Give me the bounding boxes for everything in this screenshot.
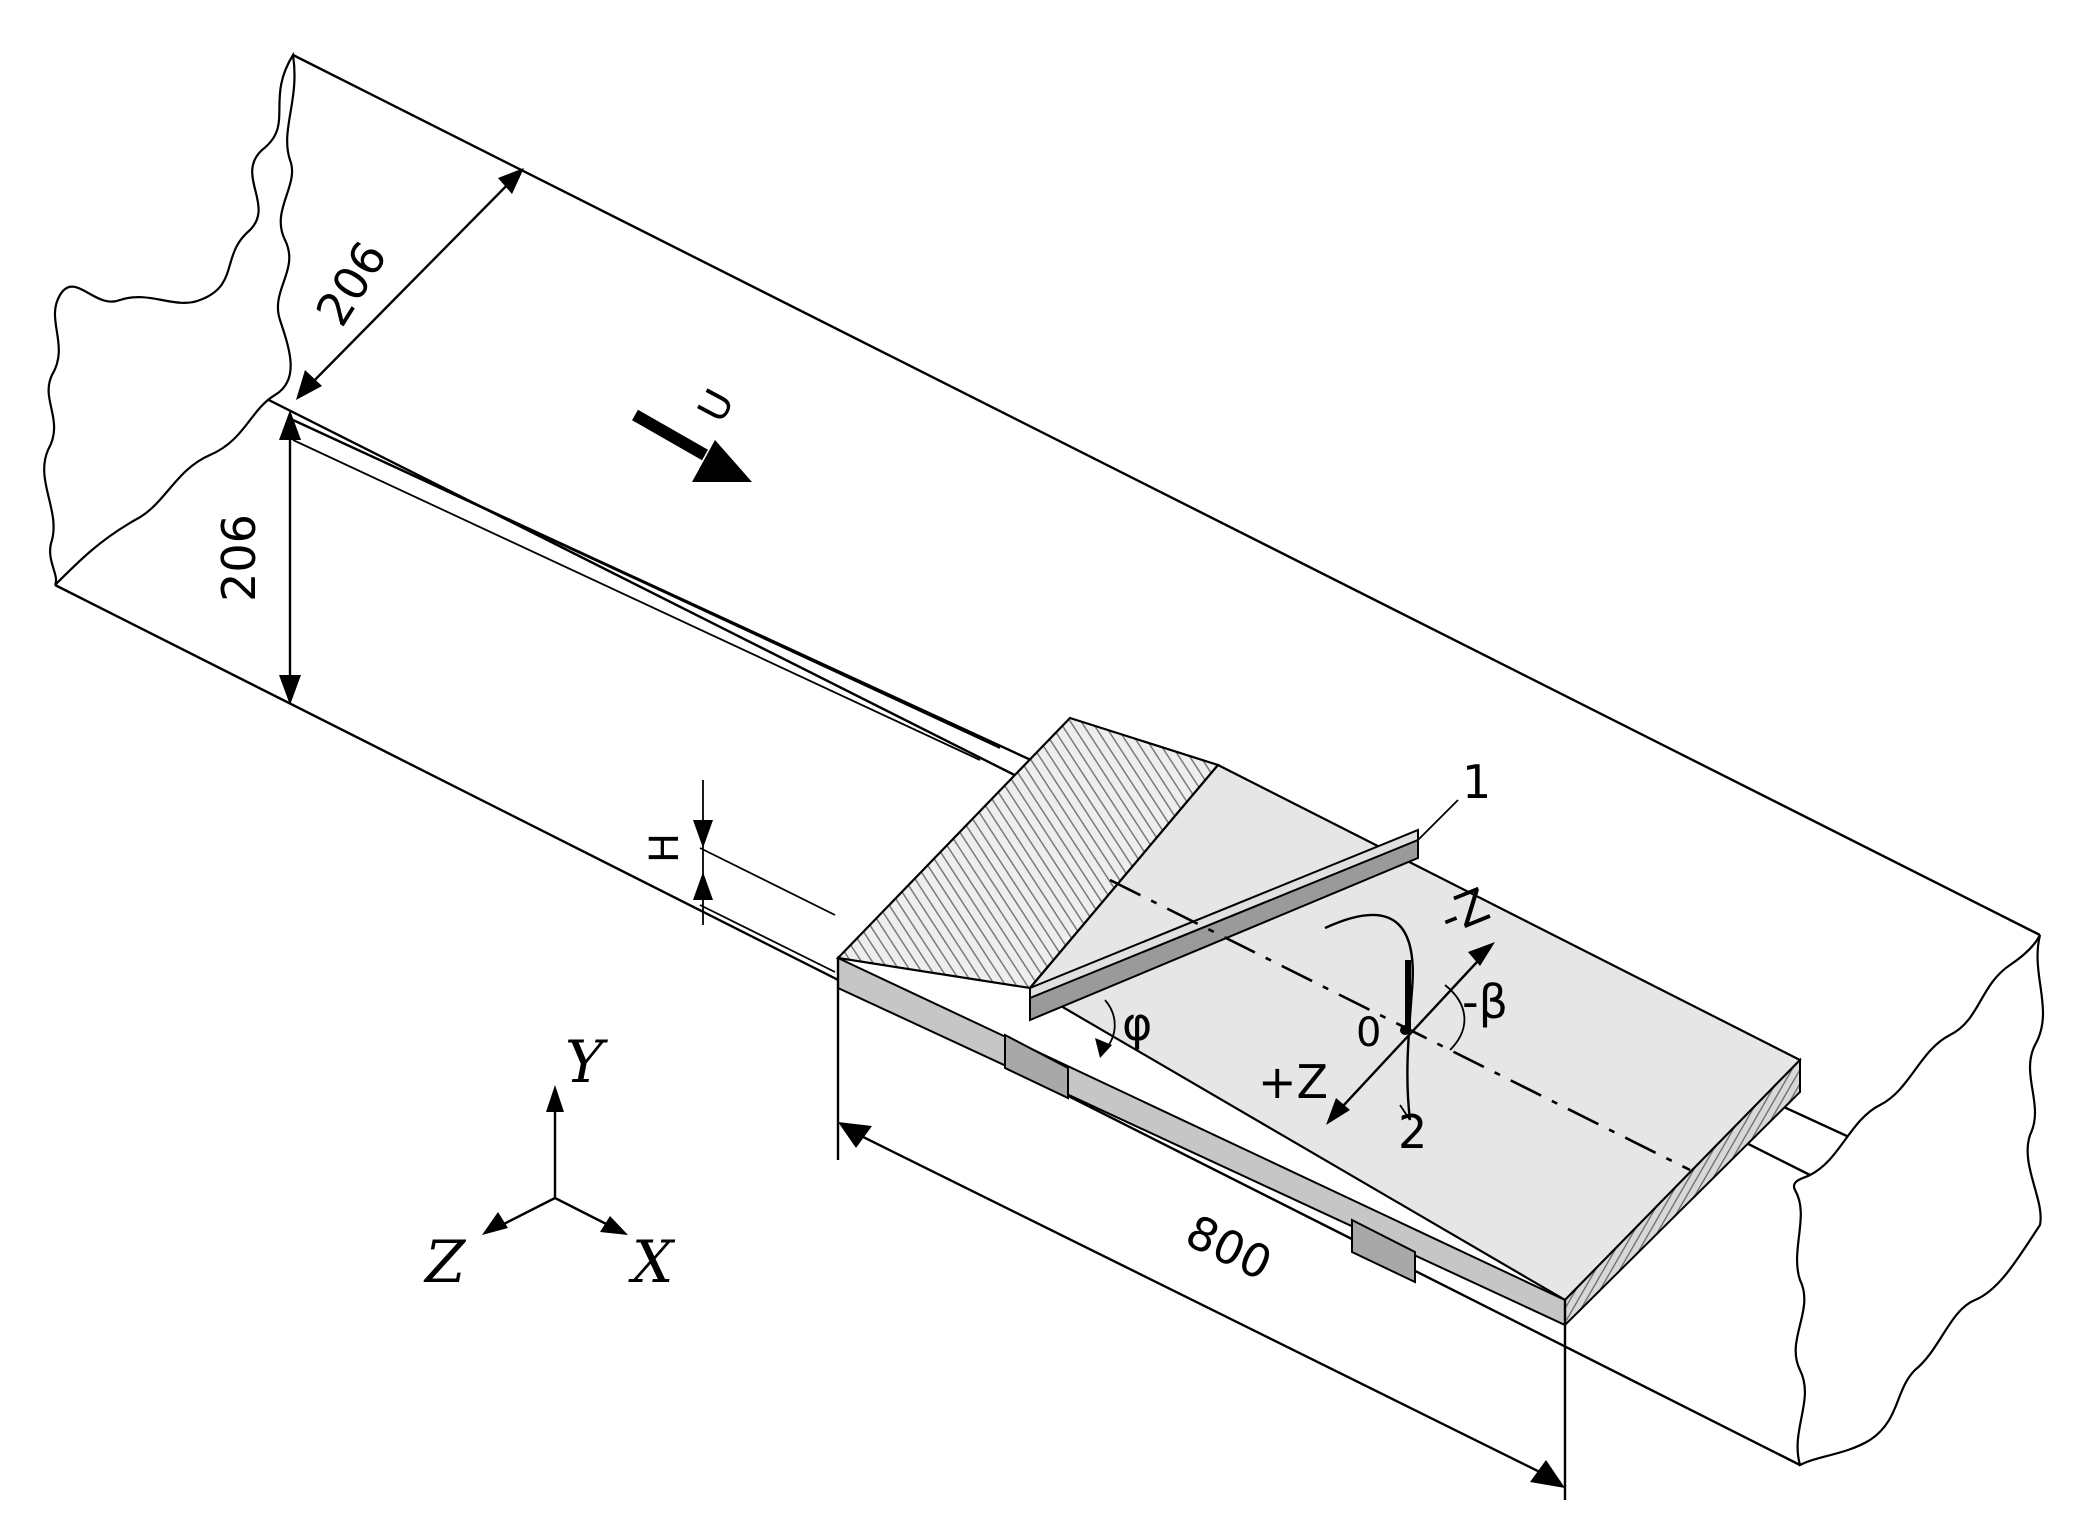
plus-z-label: +Z <box>1258 1055 1328 1109</box>
axis-y-label: Y <box>565 1028 608 1096</box>
plus-z-arrowhead <box>1326 1098 1350 1125</box>
duct-left-break <box>43 51 296 586</box>
triad-x-arrow <box>600 1216 628 1235</box>
dim-width-label: 206 <box>305 232 397 335</box>
part-2-leader <box>1399 1104 1411 1121</box>
strip-part-1-face <box>1029 838 1419 1022</box>
duct-inner-line-4 <box>699 904 836 973</box>
support-rear <box>1351 1218 1416 1284</box>
duct-right-break <box>1792 934 2045 1467</box>
origin-point <box>1400 1025 1410 1035</box>
dim-gap-label: H <box>642 833 688 863</box>
phi-arrowhead <box>1095 1038 1112 1058</box>
dim-length-arrow-left <box>838 1122 872 1148</box>
flow-arrow-head <box>692 440 752 482</box>
axis-z-label: Z <box>423 1228 467 1296</box>
rotation-axes <box>1095 799 1495 1125</box>
dim-width-line <box>299 171 521 396</box>
duct-inner-line-3 <box>699 847 836 916</box>
rotation-curve-2 <box>1324 913 1414 1121</box>
part-2-label: 2 <box>1398 1105 1427 1159</box>
flow-arrow <box>632 409 752 482</box>
part-1-label: 1 <box>1462 755 1491 809</box>
test-plate-assembly <box>835 716 1802 1328</box>
flow-arrow-shaft <box>632 409 708 461</box>
axis-x-label: X <box>628 1228 676 1296</box>
dim-width-arrow-a <box>296 370 322 400</box>
part-1-leader <box>1417 799 1459 841</box>
dim-gap-arrow-top <box>693 820 713 848</box>
beta-label: -β <box>1462 975 1508 1029</box>
support-front <box>1004 1033 1069 1100</box>
dim-length-label: 800 <box>1178 1204 1281 1291</box>
plate-centerline <box>1109 878 1691 1172</box>
duct-floor-line-1 <box>292 419 1001 749</box>
phi-label: φ <box>1122 997 1152 1051</box>
beta-arc <box>1444 984 1466 1051</box>
duct-top-back-edge <box>292 53 2041 937</box>
origin-label: 0 <box>1356 1010 1381 1056</box>
duct-floor-line-2 <box>292 439 981 761</box>
triad-z-arrow <box>482 1212 508 1235</box>
duct <box>43 51 2045 1467</box>
dim-length-line <box>844 1126 1561 1484</box>
dim-height-arrow-bottom <box>279 675 301 705</box>
dim-length-arrow-right <box>1530 1460 1565 1488</box>
dim-height-label: 206 <box>212 514 266 602</box>
dim-gap-arrow-bottom <box>693 872 713 900</box>
triad-y-arrow <box>546 1085 564 1112</box>
minus-z-arrowhead <box>1468 942 1495 966</box>
dim-width-arrow-b <box>498 168 524 194</box>
dim-height-arrow-top <box>279 410 301 440</box>
dimensions <box>279 168 1567 1500</box>
flow-velocity-label: U <box>689 382 743 429</box>
coordinate-triad <box>482 1085 628 1235</box>
